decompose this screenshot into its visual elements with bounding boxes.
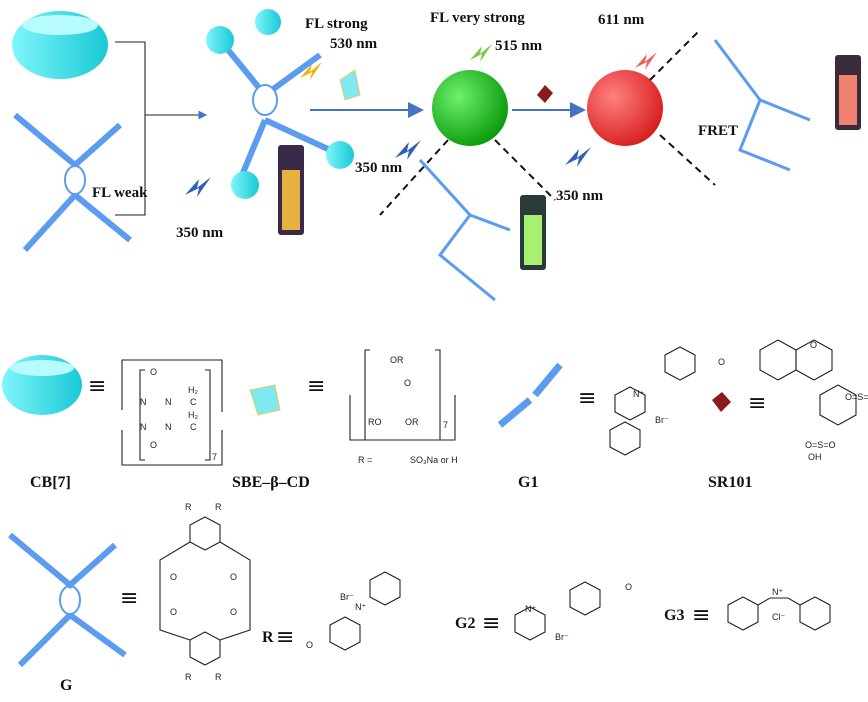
excitation-icon [565, 147, 591, 167]
g-molecule-icon [13, 112, 132, 253]
atom-label: N⁺ [772, 587, 783, 597]
equiv-symbol: ≡ [578, 386, 596, 411]
r-substituent: R [215, 502, 222, 512]
wl-530-label: 530 nm [330, 36, 378, 52]
g2-structure: N⁺ Br⁻ O [514, 581, 632, 642]
atom-label: N [140, 397, 147, 407]
equiv-symbol: ≡ [120, 586, 138, 611]
atom-label: O [404, 378, 411, 388]
excitation-icon [185, 177, 211, 197]
emission-red-icon [635, 52, 657, 70]
atom-label: O [170, 572, 177, 582]
red-nanoparticle [587, 70, 663, 146]
atom-label: C [190, 397, 197, 407]
sr101-icon [537, 85, 553, 103]
atom-label: OR [405, 417, 419, 427]
r-substituent: R [215, 672, 222, 682]
atom-label: N⁺ [633, 389, 644, 399]
atom-label: O [170, 607, 177, 617]
cb7-label: CB[7] [30, 474, 71, 491]
atom-label: OR [390, 355, 404, 365]
r-label: R [262, 629, 274, 646]
atom-label: N [165, 422, 172, 432]
sbe-cd-label: SBE–β–CD [232, 474, 310, 491]
equiv-symbol: ≡ [748, 391, 766, 416]
emission-green-icon [470, 44, 492, 62]
atom-label: RO [368, 417, 382, 427]
repeat-count: 7 [212, 452, 217, 462]
equiv-symbol: ≡ [276, 625, 294, 650]
g1-structure: N⁺ Br⁻ O [609, 346, 725, 456]
fl-very-strong-label: FL very strong [430, 10, 525, 26]
repeat-count: 7 [443, 420, 448, 430]
combine-arrow [115, 41, 205, 216]
sulfonate-label: O=S=O [845, 392, 868, 402]
g1-label: G1 [518, 474, 538, 491]
sulfonate-label: O=S=O [805, 440, 836, 450]
atom-label: C [190, 422, 197, 432]
r-substituent: R [185, 672, 192, 682]
r-structure: N⁺ Br⁻ O [306, 571, 401, 651]
atom-label: N [140, 422, 147, 432]
atom-label: O [718, 357, 725, 367]
r-definition-substituent: SO₃Na or H [410, 455, 458, 465]
counterion-label: Cl⁻ [772, 612, 785, 622]
equiv-symbol: ≡ [692, 603, 710, 628]
atom-label: H₂ [188, 385, 198, 395]
ex-350-label-b: 350 nm [355, 160, 403, 176]
r-substituent: R [185, 502, 192, 512]
sbe-cd-legend-icon [249, 384, 281, 416]
wl-611-label: 611 nm [598, 12, 645, 28]
ex-350-label-a: 350 nm [176, 225, 224, 241]
cb7-structure: O O N N N N H₂ C H₂ C 7 [121, 359, 223, 466]
atom-label: OH [808, 452, 822, 462]
atom-label: N⁺ [525, 604, 536, 614]
atom-label: O [150, 440, 157, 450]
fret-label: FRET [698, 123, 738, 139]
atom-label: O [306, 640, 313, 650]
sr101-legend-icon [712, 392, 731, 412]
excitation-icon [395, 140, 421, 160]
g-cb7-complex-icon [206, 9, 354, 235]
atom-label: N [165, 397, 172, 407]
atom-label: O [230, 572, 237, 582]
g-legend-icon [8, 532, 127, 668]
g3-structure: N⁺ Cl⁻ [727, 587, 831, 631]
g3-label: G3 [664, 607, 684, 624]
equiv-symbol: ≡ [88, 374, 106, 399]
fl-weak-label: FL weak [92, 185, 148, 201]
green-assembly-icon [418, 158, 511, 302]
red-assembly-icon [713, 39, 811, 172]
counterion-label: Br⁻ [340, 592, 354, 602]
counterion-label: Br⁻ [555, 632, 569, 642]
fl-strong-label: FL strong [305, 16, 368, 32]
atom-label: O [230, 607, 237, 617]
atom-label: H₂ [188, 410, 198, 420]
sr101-structure: O O=S=O O=S=O OH [759, 339, 868, 462]
g-label: G [60, 677, 73, 694]
atom-label: O [625, 582, 632, 592]
atom-label: N⁺ [355, 602, 366, 612]
sbe-cd-icon [339, 69, 361, 101]
wl-515-label: 515 nm [495, 38, 543, 54]
atom-label: O [150, 367, 157, 377]
g2-label: G2 [455, 615, 475, 632]
crown-ether-structure: R R R R O O O O [159, 502, 251, 682]
r-definition: R = [358, 455, 372, 465]
sr101-label: SR101 [708, 474, 752, 491]
cb7-legend-icon [2, 355, 82, 415]
sbe-cd-structure: OR RO OR O 7 R = SO₃Na or H [349, 349, 458, 465]
g1-legend-icon [497, 362, 563, 428]
equiv-symbol: ≡ [307, 374, 325, 399]
equiv-symbol: ≡ [482, 611, 500, 636]
ex-350-label-c: 350 nm [556, 188, 604, 204]
counterion-label: Br⁻ [655, 415, 669, 425]
cb7-barrel-icon [12, 11, 108, 79]
emission-orange-icon [300, 62, 322, 80]
green-nanoparticle [432, 70, 508, 146]
atom-label: O [810, 340, 817, 350]
